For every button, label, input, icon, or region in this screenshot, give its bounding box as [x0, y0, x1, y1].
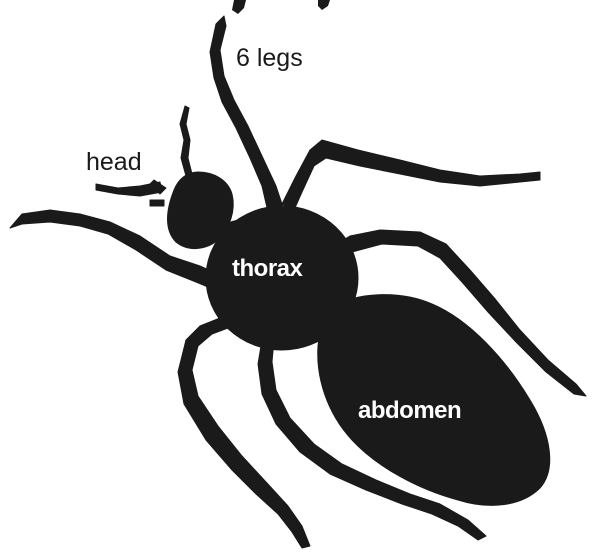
abdomen-label: abdomen	[358, 397, 461, 424]
legs-label: 6 legs	[236, 44, 303, 72]
insect-silhouette	[10, 16, 586, 548]
clipped-title-fragment	[232, 0, 330, 14]
head-label: head	[86, 148, 142, 176]
antenna-left	[180, 106, 192, 176]
leg-front-right	[282, 140, 540, 210]
thorax-label: thorax	[232, 255, 304, 282]
